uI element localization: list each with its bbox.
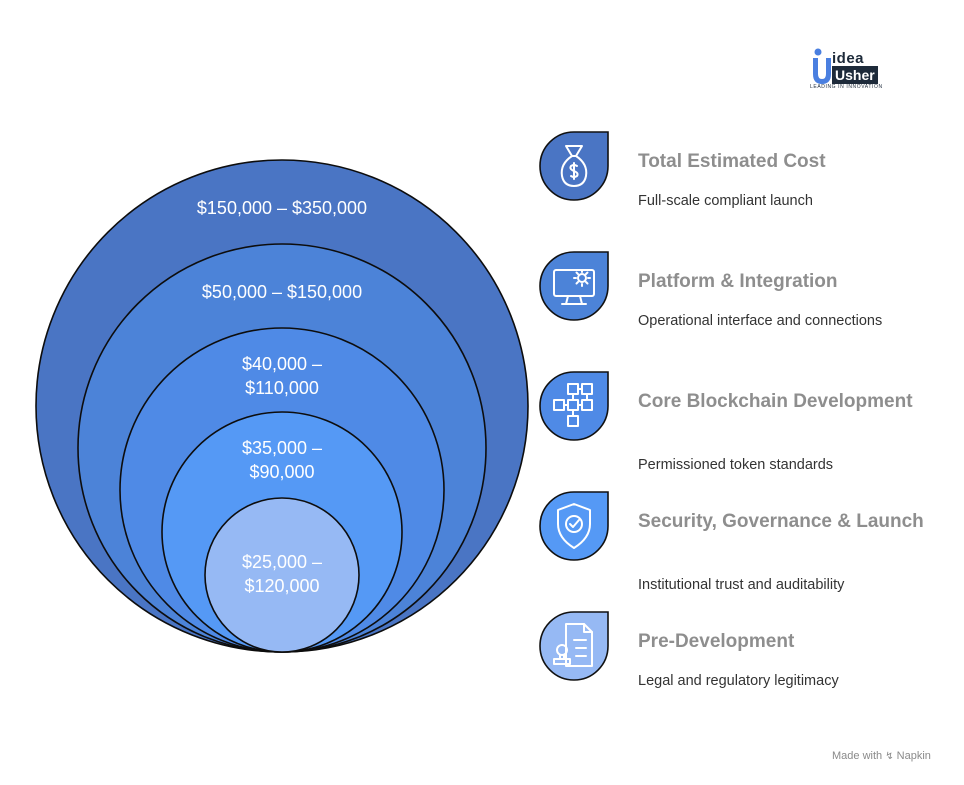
cost-circle-5 [204,497,360,653]
shield-check-icon [557,503,591,549]
logo-word-usher: Usher [832,66,878,84]
cost-circle-label: $35,000 – [242,438,322,458]
badge-shape [539,131,609,201]
footer-label: Made with [832,750,883,762]
cost-circle-label: $50,000 – $150,000 [202,282,362,302]
cost-circle-label: $150,000 – $350,000 [197,198,367,218]
blockchain-network-icon [553,383,593,427]
item-description: Operational interface and connections [638,313,883,329]
badge-shape [539,371,609,441]
legend-item-total-estimated-cost: Total Estimated Cost Full-scale complian… [538,130,938,210]
made-with-napkin-footer: Made with ↯ Napkin [832,750,931,762]
item-title: Core Blockchain Development [638,391,913,412]
item-title: Security, Governance & Launch [638,511,924,532]
cost-circle-label: $120,000 [244,576,319,596]
badge-shape [539,611,609,681]
legal-document-stamp-icon [553,623,593,667]
idea-usher-logo: idea Usher LEADING IN INNOVATION [810,46,920,92]
item-description: Full-scale compliant launch [638,193,813,209]
legend-item-security-governance-launch: Security, Governance & Launch Institutio… [538,490,938,600]
item-description: Legal and regulatory legitimacy [638,673,839,689]
logo-mark-icon [813,48,831,84]
badge-shape [539,251,609,321]
cost-circle-label: $110,000 [245,378,319,398]
logo-tagline: LEADING IN INNOVATION [810,84,883,90]
item-title: Platform & Integration [638,271,838,292]
badge-shape [539,491,609,561]
footer-brand: Napkin [896,750,931,762]
legend-item-pre-development: Pre-Development Legal and regulatory leg… [538,610,938,690]
item-description: Permissioned token standards [638,457,834,473]
napkin-icon: ↯ [885,751,894,762]
logo-word-idea: idea [832,50,865,67]
cost-circle-label: $90,000 [249,462,314,482]
cost-circle-label: $25,000 – [242,552,322,572]
legend-item-platform-integration: Platform & Integration Operational inter… [538,250,938,350]
item-description: Institutional trust and auditability [638,577,845,593]
legend-item-core-blockchain-development: Core Blockchain Development Permissioned… [538,370,938,480]
monitor-gear-icon [553,269,595,305]
cost-circle-label: $40,000 – [242,354,322,374]
money-bag-icon [560,145,588,187]
item-title: Total Estimated Cost [638,151,826,172]
item-title: Pre-Development [638,631,795,652]
